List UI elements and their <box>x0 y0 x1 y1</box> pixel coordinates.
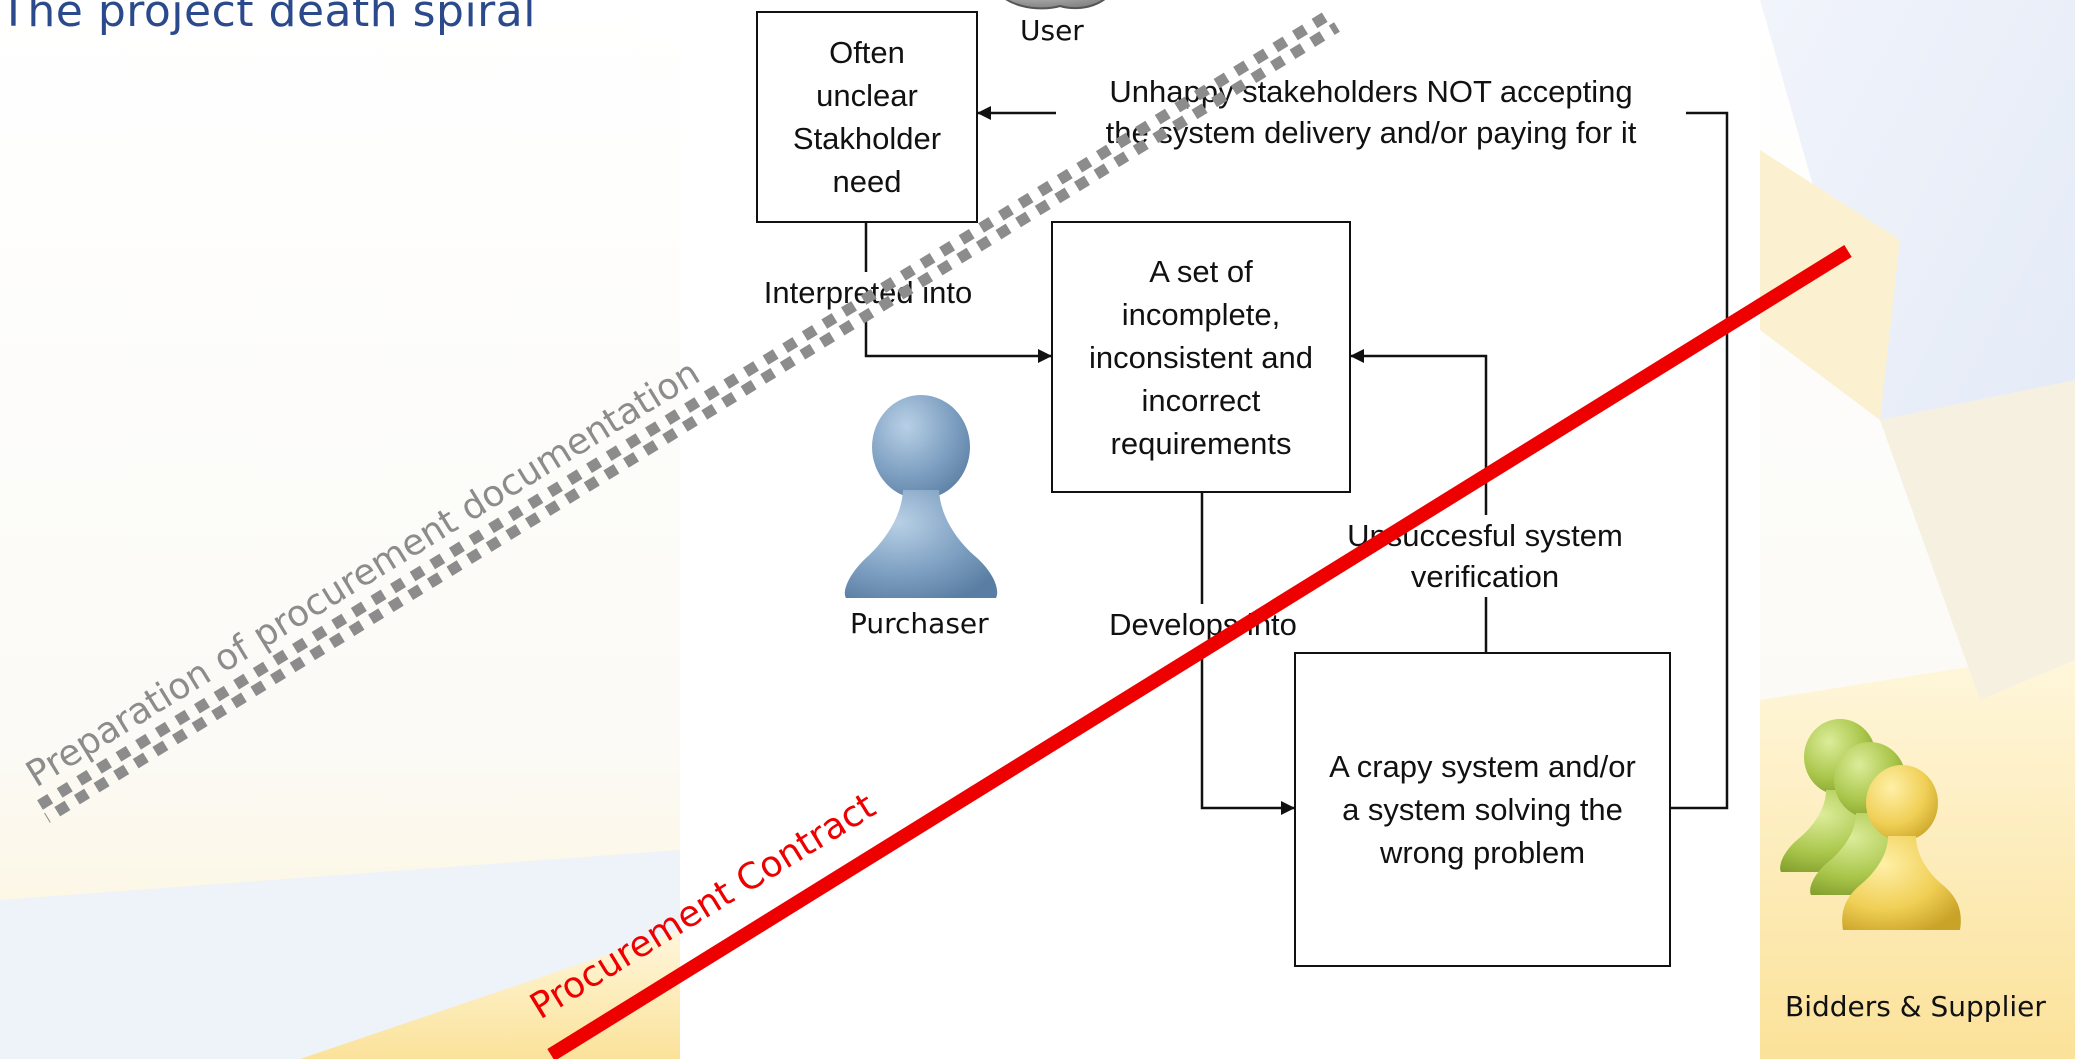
stakeholder-need-box: Often unclear Stakholder need <box>756 11 978 223</box>
purchaser-label: Purchaser <box>850 607 989 640</box>
edge-label-interpreted: Interpreted into <box>744 272 992 313</box>
edge-label-develops: Develops into <box>1090 604 1316 645</box>
edge-label-verification: Unsuccesful system verification <box>1315 515 1655 597</box>
requirements-box: A set of incomplete, inconsistent and in… <box>1051 221 1351 493</box>
user-label: User <box>1020 14 1084 47</box>
edge-label-unhappy: Unhappy stakeholders NOT accepting the s… <box>1056 71 1686 153</box>
system-box: A crapy system and/or a system solving t… <box>1294 652 1671 967</box>
slide-title: The project death spiral <box>0 0 536 37</box>
bidders-label: Bidders & Supplier <box>1785 990 2046 1023</box>
